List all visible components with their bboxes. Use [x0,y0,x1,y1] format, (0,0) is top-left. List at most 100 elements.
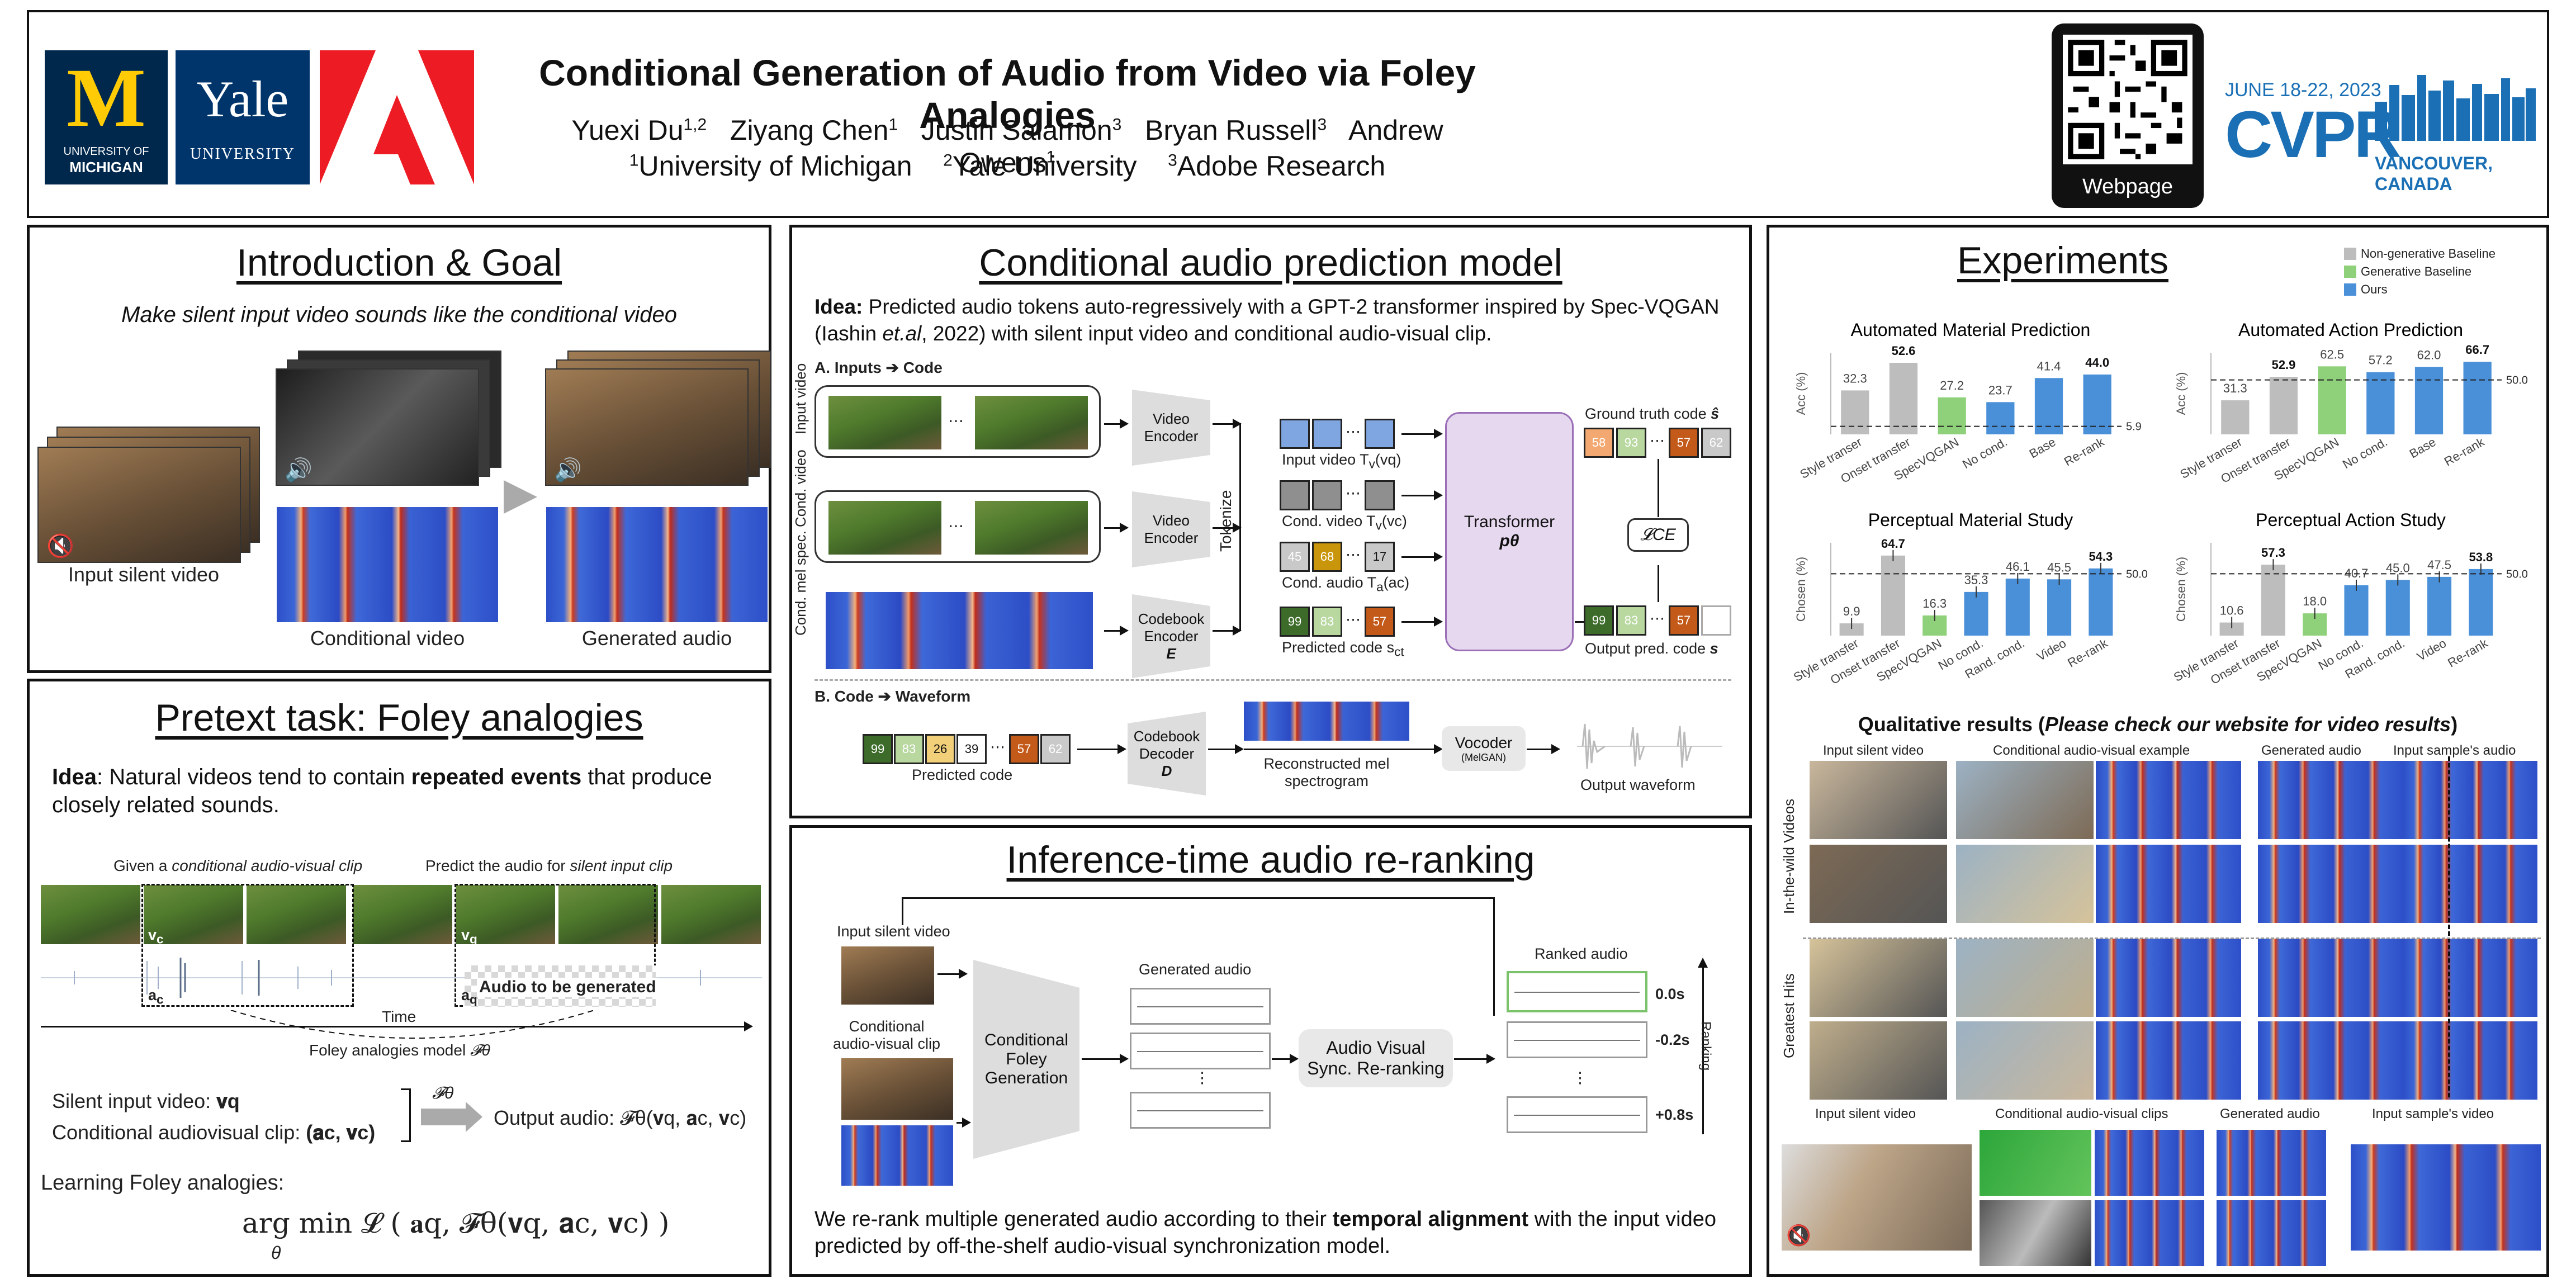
rr-arrow-3 [1082,1054,1129,1064]
tick-label: Onset transfer [2208,636,2283,687]
y-axis-label: Chosen (%) [2174,557,2188,622]
loss-box: 𝓛CE [1627,518,1689,552]
silent-input-line: Silent input video: 𝐯q [52,1090,240,1112]
ellipsis-9: ⋯ [990,738,1005,755]
tok-arrow-2 [1401,490,1443,500]
y-axis-label: Acc (%) [2174,372,2188,415]
code-tile: 99 [1584,605,1614,636]
b-predicted-label: Predicted code [912,766,1013,783]
vdots: ⋮ [1195,1069,1210,1086]
intro-caption-generated: Generated audio [581,627,732,650]
output-audio-line: Output audio: 𝓕θ(𝐯q, 𝐚c, 𝐯c) [494,1106,747,1129]
bar [2427,576,2452,636]
speaker-icon: 🔊 [285,458,312,482]
author-line: Yuexi Du1,2 Ziyang Chen1 Justin Salamon3… [532,114,1483,179]
legend: Non-generative Baseline Generative Basel… [2344,245,2545,301]
yale-wordmark: Yale [196,70,289,127]
offset-2: -0.2s [1655,1031,1690,1048]
ac-symbol: ac [148,987,164,1007]
qual-gen-spec [2258,845,2403,923]
author-4[interactable]: Bryan Russell3 [1145,115,1327,146]
tick-label: Re-rank [2445,636,2490,670]
offset-3: +0.8s [1655,1106,1694,1123]
bar [1938,397,1966,434]
bar [1889,363,1918,434]
bar [2385,580,2410,636]
output-waveform-label: Output waveform [1580,776,1696,793]
code-tile: 62 [1701,428,1731,458]
output-tokens: 99 83 ⋯ 57 [1584,605,1740,636]
arrow-2-icon [1104,523,1129,533]
experiments-panel: Experiments Non-generative Baseline Gene… [1767,225,2549,1277]
code-tile: 26 [925,734,955,764]
ellipsis: ⋯ [948,412,964,429]
ellipsis-6: ⋯ [1346,611,1361,628]
intro-arrow-icon [504,480,537,514]
cond-clip-line: Conditional audiovisual clip: (𝐚c, 𝐯c) [52,1121,376,1144]
gen-wave-3 [1130,1092,1271,1129]
author-2[interactable]: Ziyang Chen1 [730,115,898,146]
reconstructed-spec [1244,702,1409,741]
rr-arrow-4 [1272,1054,1299,1064]
rr-arrow-5 [1454,1054,1495,1064]
input-silent-label: Input silent video [837,923,950,940]
bottom-col-2: Generated audio [2220,1106,2320,1121]
author-1[interactable]: Yuexi Du1,2 [571,115,707,146]
cvpr-date: JUNE 18-22, 2023 [2225,79,2381,101]
chart-title: Automated Action Prediction [2238,320,2463,340]
data-label: 57.2 [2369,353,2393,367]
code-tile: 83 [1616,605,1646,636]
input-video-token-label: Input video Tv(vq) [1282,451,1401,471]
code-tile: 57 [1669,428,1699,458]
data-label: 18.0 [2303,594,2327,608]
michigan-text-2: MICHIGAN [69,159,143,176]
code-tile: 58 [1584,428,1614,458]
data-label: 46.1 [2006,560,2030,574]
cond-video-tokens: ⋯ [1280,480,1403,510]
mute-icon-bottom: 🔇 [1786,1224,1811,1247]
code-tile: 57 [1365,607,1395,637]
section-a-label: A. Inputs ➔ Code [815,359,943,376]
tokenize-label: Tokenize [1217,490,1234,552]
ranking-arrowhead-icon [1698,958,1708,968]
cfg-block: Conditional Foley Generation [973,960,1079,1159]
qual-input-thumb [1810,1021,1947,1100]
qual-cond-spec [2096,1021,2241,1100]
legend-label-2: Ours [2361,282,2388,296]
cvpr-name: CVPR [2225,98,2402,172]
tick-label: Onset transfer [1828,636,1902,687]
michigan-logo: M UNIVERSITY OF MICHIGAN [45,50,168,184]
ellipsis-5: ⋯ [1346,546,1361,563]
qual-col-1: Conditional audio-visual example [1993,743,2190,758]
y-axis-label: Acc (%) [1794,372,1808,415]
legend-swatch-2 [2344,283,2356,296]
data-label: 52.9 [2272,358,2296,372]
qual-input-spec [2403,1021,2537,1100]
cond-clip-spec [841,1125,953,1186]
code-tile: 45 [1280,542,1310,572]
ranked-audio-label: Ranked audio [1535,945,1628,962]
qual-input-thumb [1810,761,1947,839]
arrow-1-icon [1104,419,1129,429]
bar [1986,402,2015,434]
section-b-label: B. Code ➔ Waveform [815,688,971,705]
author-3[interactable]: Justin Salamon3 [921,115,1122,146]
row-label-cond-video: Cond. video [792,449,809,527]
enc-out-2 [1213,523,1242,533]
gray-arrow-icon [421,1109,466,1125]
tick-label: No cond. [1960,435,2010,472]
data-label: 10.6 [2220,604,2244,618]
qual-cond-thumb [1956,761,2094,839]
qual-input-spec [2403,845,2537,923]
gray-arrow-head-icon [466,1102,482,1132]
legend-swatch-1 [2344,266,2356,278]
header-panel: M UNIVERSITY OF MICHIGAN Yale UNIVERSITY… [27,10,2549,218]
qr-code[interactable]: Webpage [2052,23,2204,208]
tok-arrow-1 [1401,429,1443,439]
row-label-mel: Cond. mel spec. [792,531,809,636]
qual-input-thumb [1810,845,1947,923]
data-label: 66.7 [2465,343,2489,357]
qual-input-spec [2403,761,2537,839]
author-5[interactable]: Andrew Owens1 [959,115,1443,178]
